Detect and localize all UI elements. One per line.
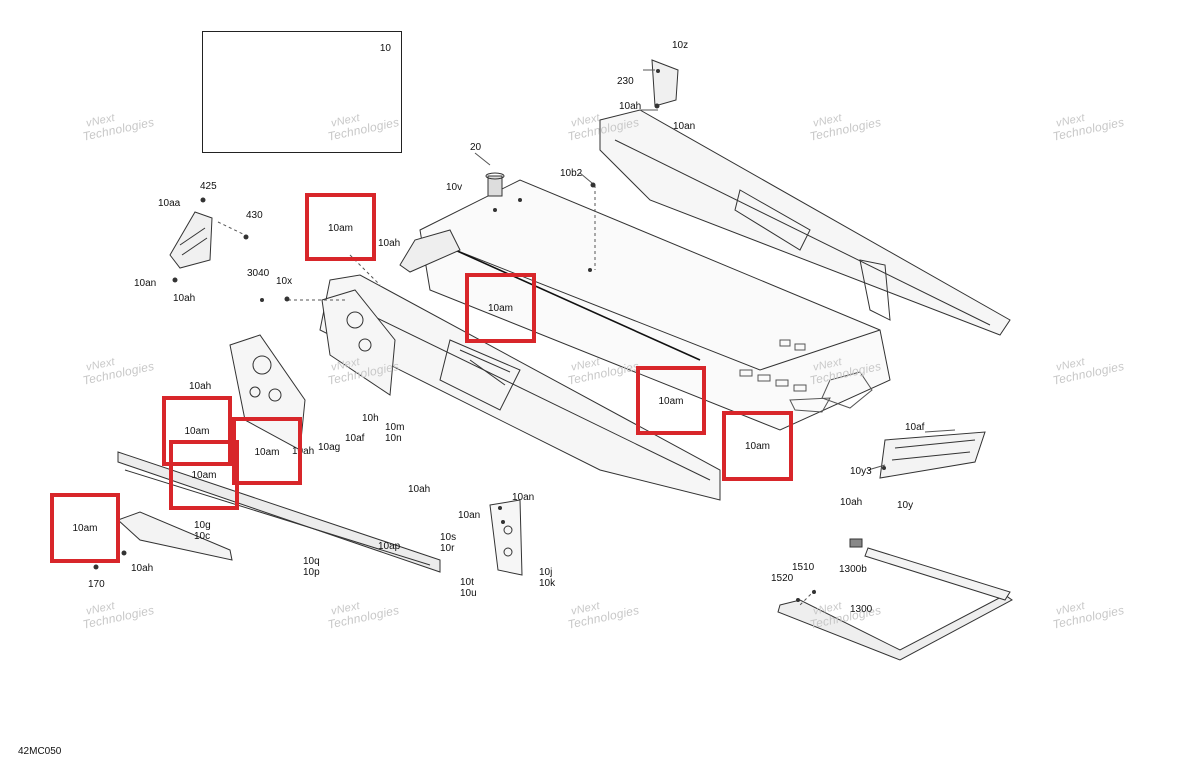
part-label: 10s [440,532,457,543]
part-label: 10ah [189,381,212,392]
highlight-box: 10am [162,396,232,466]
part-label: 425 [200,181,217,192]
part-label: 10ah [173,293,196,304]
part-label: 3040 [247,268,270,279]
part-label: 10ah [619,101,642,112]
inset-label: 10 [379,43,391,54]
part-label: 10x [276,276,293,287]
part-label: 10m [385,422,405,433]
part-label: 10v [446,182,463,193]
part-label: 10t [460,577,474,588]
part-label: 10r [440,543,455,554]
part-label: 10an [134,278,157,289]
part-label: 1520 [771,573,794,584]
part-label: 10k [539,578,556,589]
part-label: 10af [905,422,925,433]
highlight-box: 10am [305,193,376,261]
part-label: 10an [458,510,481,521]
part-label: 10g [194,520,211,531]
part-label: 10af [345,433,365,444]
part-label: 10ag [318,442,341,453]
highlight-box: 10am [636,366,706,435]
highlight-box: 10am [50,493,120,563]
part-label: 10q [303,556,320,567]
part-label: 230 [617,76,634,87]
part-label: 170 [88,579,105,590]
part-label: 1300b [839,564,867,575]
part-label: 10j [539,567,553,578]
part-label: 10y [897,500,914,511]
part-label: 1300 [850,604,873,615]
part-label: 10p [303,567,320,578]
highlight-box: 10am [232,417,302,485]
inset-frame: 10 [202,31,402,153]
highlight-box: 10am [465,273,536,343]
part-label: 10aa [158,198,181,209]
part-label: 10ah [131,563,154,574]
part-label: 10h [362,413,379,424]
highlight-box: 10am [169,440,239,510]
part-label: 10ap [378,541,401,552]
part-label: 10an [673,121,696,132]
part-label: 10ah [292,446,315,457]
highlight-box: 10am [722,411,793,481]
part-label: 10u [460,588,477,599]
part-label: 10ah [840,497,863,508]
part-label: 10b2 [560,168,583,179]
part-label: 430 [246,210,263,221]
part-label: 10ah [408,484,431,495]
part-label: 10c [194,531,211,542]
figure-code: 42MC050 [18,746,62,757]
part-label: 10z [672,40,689,51]
part-label: 10ah [378,238,401,249]
part-label: 1510 [792,562,815,573]
part-label: 20 [470,142,482,153]
part-label: 10an [512,492,535,503]
part-label: 10n [385,433,402,444]
part-label: 10y3 [850,466,872,477]
